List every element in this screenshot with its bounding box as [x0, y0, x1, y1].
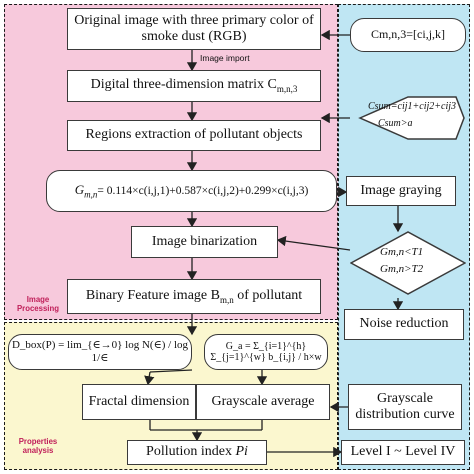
cmn-formula-text: Cm,n,3=[ci,j,k]	[370, 27, 446, 42]
fractal-dimension-text: Fractal dimension	[88, 393, 190, 409]
side-region-border	[338, 4, 470, 470]
g-formula-lhs-sub: m,n	[84, 189, 98, 200]
properties-region-border	[4, 322, 338, 470]
original-image-box: Original image with three primary color …	[67, 8, 321, 50]
image-binarization-box: Image binarization	[131, 226, 278, 258]
levels-text: Level I ~ Level IV	[350, 444, 456, 460]
image-graying-box: Image graying	[346, 176, 456, 206]
pollution-index-text: Pollution index	[146, 444, 236, 460]
g-formula-lhs: G	[74, 181, 85, 197]
threshold-diamond-shape	[349, 231, 467, 295]
levels-box: Level I ~ Level IV	[341, 440, 465, 465]
image-import-label: Image import	[200, 53, 250, 63]
csum-diamond-shape	[358, 96, 465, 140]
fractal-dimension-box: Fractal dimension	[82, 384, 196, 420]
regions-extraction-text: Regions extraction of pollutant objects	[85, 127, 303, 143]
binary-feature-box: Binary Feature image Bm,n of pollutant	[67, 279, 321, 314]
image-processing-region	[4, 4, 338, 320]
grayscale-average-text: Grayscale average	[211, 393, 315, 409]
g-formula-rhs: = 0.114×c(i,j,1)+0.587×c(i,j,2)+0.299×c(…	[97, 184, 309, 197]
csum-line1: Csum=cij1+cij2+cij3	[368, 101, 457, 112]
original-image-text: Original image with three primary color …	[74, 12, 314, 44]
threshold-line1: Gm,n<T1	[380, 246, 424, 258]
dbox-formula-text: D_box(P) = lim_{∈→0} log N(∈) / log 1/∈	[11, 339, 189, 364]
dbox-formula-box: D_box(P) = lim_{∈→0} log N(∈) / log 1/∈	[8, 334, 192, 370]
digital-matrix-sub: m,n,3	[276, 84, 298, 95]
csum-line2: Csum>a	[378, 118, 413, 129]
ga-formula-text: G_a = Σ_{i=1}^{h} Σ_{j=1}^{w} b_{i,j} / …	[210, 340, 322, 364]
cmn-formula-box: Cm,n,3=[ci,j,k]	[350, 18, 466, 52]
grayscale-distribution-text: Grayscale distribution curve	[355, 390, 455, 422]
image-binarization-text: Image binarization	[151, 233, 258, 249]
pollution-index-var: Pi	[235, 444, 248, 460]
binary-feature-sub: m,n	[219, 294, 234, 305]
grayscale-distribution-box: Grayscale distribution curve	[348, 384, 462, 430]
digital-matrix-text: Digital three-dimension matrix C	[90, 77, 277, 93]
digital-matrix-box: Digital three-dimension matrix Cm,n,3	[67, 70, 321, 102]
threshold-diamond: Gm,n<T1 Gm,n>T2	[349, 231, 467, 295]
properties-analysis-label: Properties analysis	[18, 437, 58, 455]
pollution-index-box: Pollution index Pi	[127, 440, 267, 465]
grayscale-formula-box: Gm,n= 0.114×c(i,j,1)+0.587×c(i,j,2)+0.29…	[46, 170, 337, 212]
csum-condition-diamond: Csum=cij1+cij2+cij3 Csum>a	[350, 96, 466, 140]
binary-feature-prefix: Binary Feature image B	[85, 287, 220, 303]
image-processing-region-border	[4, 4, 338, 320]
grayscale-average-box: Grayscale average	[196, 384, 330, 420]
threshold-line2: Gm,n>T2	[380, 263, 424, 275]
noise-reduction-box: Noise reduction	[344, 309, 464, 340]
image-processing-label: Image Processing	[16, 295, 60, 313]
binary-feature-suffix: of pollutant	[233, 287, 303, 303]
noise-reduction-text: Noise reduction	[359, 316, 449, 332]
ga-formula-box: G_a = Σ_{i=1}^{h} Σ_{j=1}^{w} b_{i,j} / …	[204, 334, 328, 370]
regions-extraction-box: Regions extraction of pollutant objects	[67, 120, 321, 151]
image-graying-text: Image graying	[360, 182, 442, 198]
